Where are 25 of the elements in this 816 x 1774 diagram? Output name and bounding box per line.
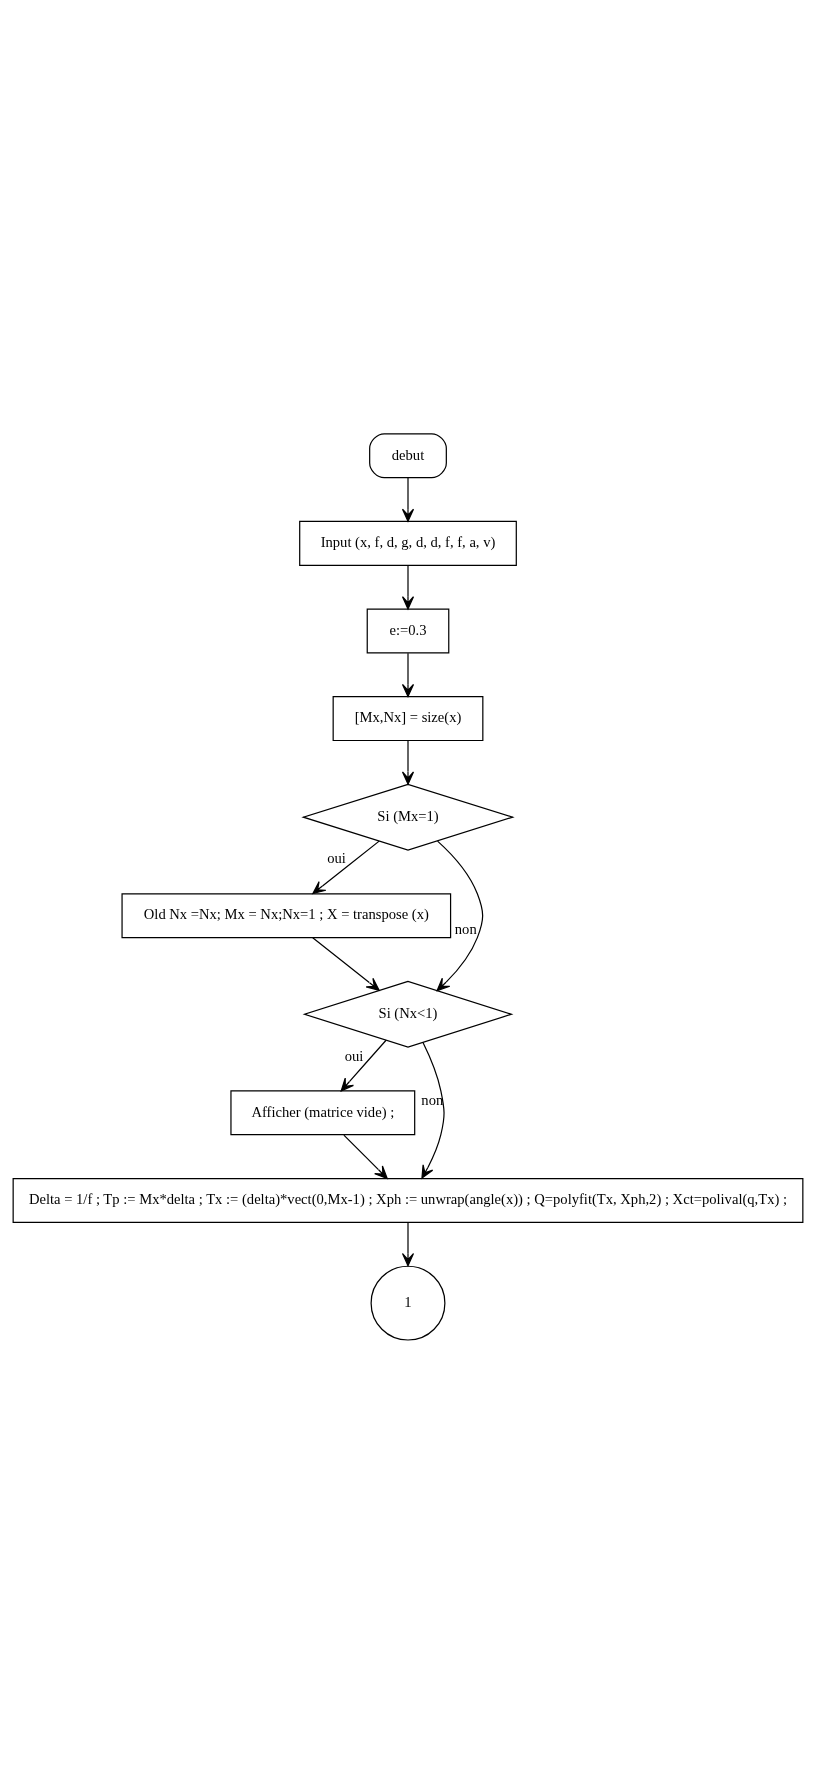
- arrow: [401, 652, 415, 698]
- arrow: [340, 1039, 387, 1092]
- edge-label: oui: [327, 850, 346, 867]
- node-box: e:=0.3: [366, 608, 450, 654]
- edge-label: non: [454, 920, 477, 937]
- arrow: [343, 1134, 388, 1179]
- arrow: [401, 477, 415, 522]
- edge-label: non: [421, 1091, 444, 1108]
- node-box: Delta = 1/f ; Tp := Mx*delta ; Tx := (delta)*vect(0,Mx-1) ; Xph := unwrap(angle(x)) ; Q=polyfit(Tx, Xph,2) ; Xct=polival(q,Tx) ;: [12, 1177, 804, 1223]
- arrow: [421, 1041, 445, 1179]
- arrow: [401, 565, 415, 610]
- node-box: Input (x, f, d, g, d, d, f, f, a, v): [299, 520, 517, 566]
- node-box: [Mx,Nx] = size(x): [332, 696, 484, 742]
- arrow: [312, 937, 380, 991]
- arrow: [401, 740, 415, 785]
- node-box: debut: [369, 433, 447, 479]
- arrow: [436, 840, 484, 992]
- arrow: [312, 840, 380, 895]
- node-box: Afficher (matrice vide) ;: [230, 1090, 416, 1136]
- arrow: [401, 1221, 415, 1267]
- node-box: Old Nx =Nx; Mx = Nx;Nx=1 ; X = transpose (x): [121, 893, 452, 939]
- node-diamond: Si (Mx=1): [301, 783, 515, 851]
- node-diamond: Si (Nx<1): [302, 980, 514, 1048]
- edge-label: oui: [344, 1048, 364, 1065]
- node-circle: 1: [370, 1265, 446, 1341]
